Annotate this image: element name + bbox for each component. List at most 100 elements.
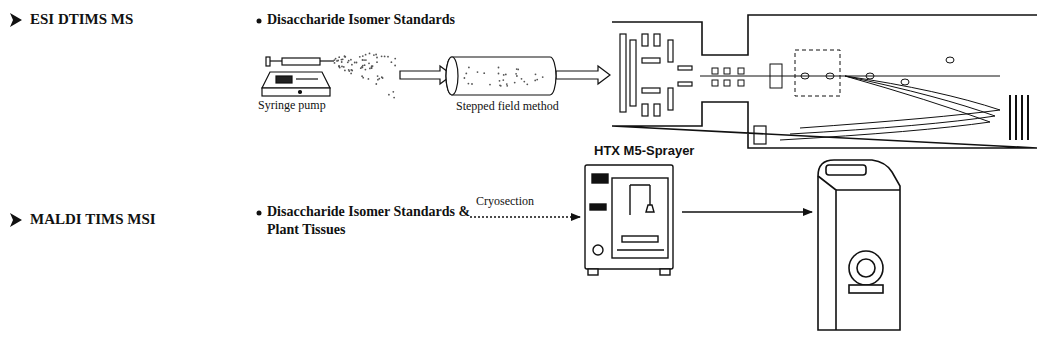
- droplet-dot: [362, 77, 364, 79]
- droplet-dot: [356, 62, 358, 64]
- droplet-dot: [498, 73, 500, 75]
- droplet-dot: [351, 70, 353, 72]
- droplet-dot: [506, 83, 508, 85]
- droplet-dot: [468, 67, 470, 69]
- droplet-dot: [344, 70, 346, 72]
- droplet-dot: [517, 69, 519, 71]
- droplet-dot: [499, 84, 501, 86]
- droplet-dot: [516, 75, 518, 77]
- droplet-dot: [477, 71, 479, 73]
- droplet-dot: [371, 65, 373, 67]
- droplet-dot: [369, 53, 371, 55]
- droplet-dot: [489, 84, 491, 86]
- droplet-dot: [342, 58, 344, 60]
- droplet-dot: [338, 56, 340, 58]
- cryosection-arrow: [470, 216, 580, 217]
- droplet-dot: [339, 67, 341, 69]
- drift-tube: [446, 57, 556, 95]
- droplet-dot: [335, 58, 337, 60]
- section-title: ESI DTIMS MS: [30, 10, 133, 30]
- droplet-dot: [464, 77, 466, 79]
- droplet-dot: [516, 68, 518, 70]
- droplet-dot: [521, 78, 523, 80]
- droplet-dot: [534, 80, 536, 82]
- droplet-dot: [514, 82, 516, 84]
- droplet-dot: [347, 61, 349, 63]
- droplet-dot: [371, 66, 373, 68]
- sample-label: Disaccharide Isomer Standards & Plant Ti…: [267, 203, 487, 239]
- droplet-dot: [362, 59, 364, 61]
- flow-arrow: [556, 66, 610, 84]
- droplet-dot: [351, 64, 353, 66]
- droplet-dot: [382, 77, 384, 79]
- droplet-dot: [542, 76, 544, 78]
- ion-cloud: [464, 67, 544, 87]
- droplet-dot: [348, 69, 350, 71]
- sample-label: Disaccharide Isomer Standards: [267, 11, 455, 29]
- droplet-dot: [384, 56, 386, 58]
- droplet-dot: [388, 94, 390, 96]
- droplet-dot: [371, 67, 373, 69]
- droplet-dot: [465, 73, 467, 75]
- droplet-dot: [377, 75, 379, 77]
- droplet-dot: [338, 66, 340, 68]
- list-bullet: [257, 19, 262, 24]
- htx-sprayer: [585, 165, 673, 275]
- droplet-dot: [378, 78, 380, 80]
- droplet-dot: [337, 60, 339, 62]
- droplet-dot: [502, 79, 504, 81]
- droplet-dot: [523, 81, 525, 83]
- flow-arrow: [682, 211, 812, 212]
- electrospray-plume: [334, 53, 397, 99]
- droplet-dot: [369, 68, 371, 70]
- droplet-dot: [354, 62, 356, 64]
- droplet-dot: [368, 78, 370, 80]
- section-bullet: [10, 13, 22, 27]
- droplet-dot: [350, 59, 352, 61]
- droplet-dot: [381, 55, 383, 57]
- droplet-dot: [387, 56, 389, 58]
- droplet-dot: [341, 61, 343, 63]
- droplet-dot: [375, 54, 377, 56]
- droplet-dot: [394, 65, 396, 67]
- droplet-dot: [341, 66, 343, 68]
- droplet-dot: [365, 69, 367, 71]
- droplet-dot: [343, 66, 345, 68]
- step-label: Cryosection: [476, 194, 534, 210]
- droplet-dot: [515, 73, 517, 75]
- droplet-dot: [365, 59, 367, 61]
- timstof-instrument: [818, 160, 900, 330]
- device-label: HTX M5-Sprayer: [594, 143, 694, 160]
- droplet-dot: [536, 79, 538, 81]
- droplet-dot: [526, 83, 528, 85]
- section-bullet: [10, 213, 22, 227]
- droplet-dot: [506, 85, 508, 87]
- droplet-dot: [500, 85, 502, 87]
- droplet-dot: [503, 74, 505, 76]
- droplet-dot: [498, 67, 500, 69]
- droplet-dot: [499, 80, 501, 82]
- droplet-dot: [376, 57, 378, 59]
- droplet-dot: [362, 67, 364, 69]
- droplet-dot: [394, 58, 396, 60]
- droplet-dot: [359, 56, 361, 58]
- flow-arrow: [400, 66, 452, 84]
- droplet-dot: [373, 54, 375, 56]
- section-title: MALDI TIMS MSI: [30, 210, 156, 230]
- ms-instrument: [612, 15, 1037, 148]
- droplet-dot: [344, 56, 346, 58]
- droplet-dot: [468, 83, 470, 85]
- syringe-pump: [262, 57, 334, 96]
- droplet-dot: [334, 62, 336, 64]
- droplet-dot: [361, 75, 363, 77]
- droplet-dot: [392, 91, 394, 93]
- droplet-dot: [471, 83, 473, 85]
- list-bullet: [257, 211, 262, 216]
- droplet-dot: [376, 61, 378, 63]
- droplet-dot: [350, 69, 352, 71]
- droplet-dot: [362, 55, 364, 57]
- droplet-dot: [362, 65, 364, 67]
- droplet-dot: [368, 62, 370, 64]
- droplet-dot: [391, 61, 393, 63]
